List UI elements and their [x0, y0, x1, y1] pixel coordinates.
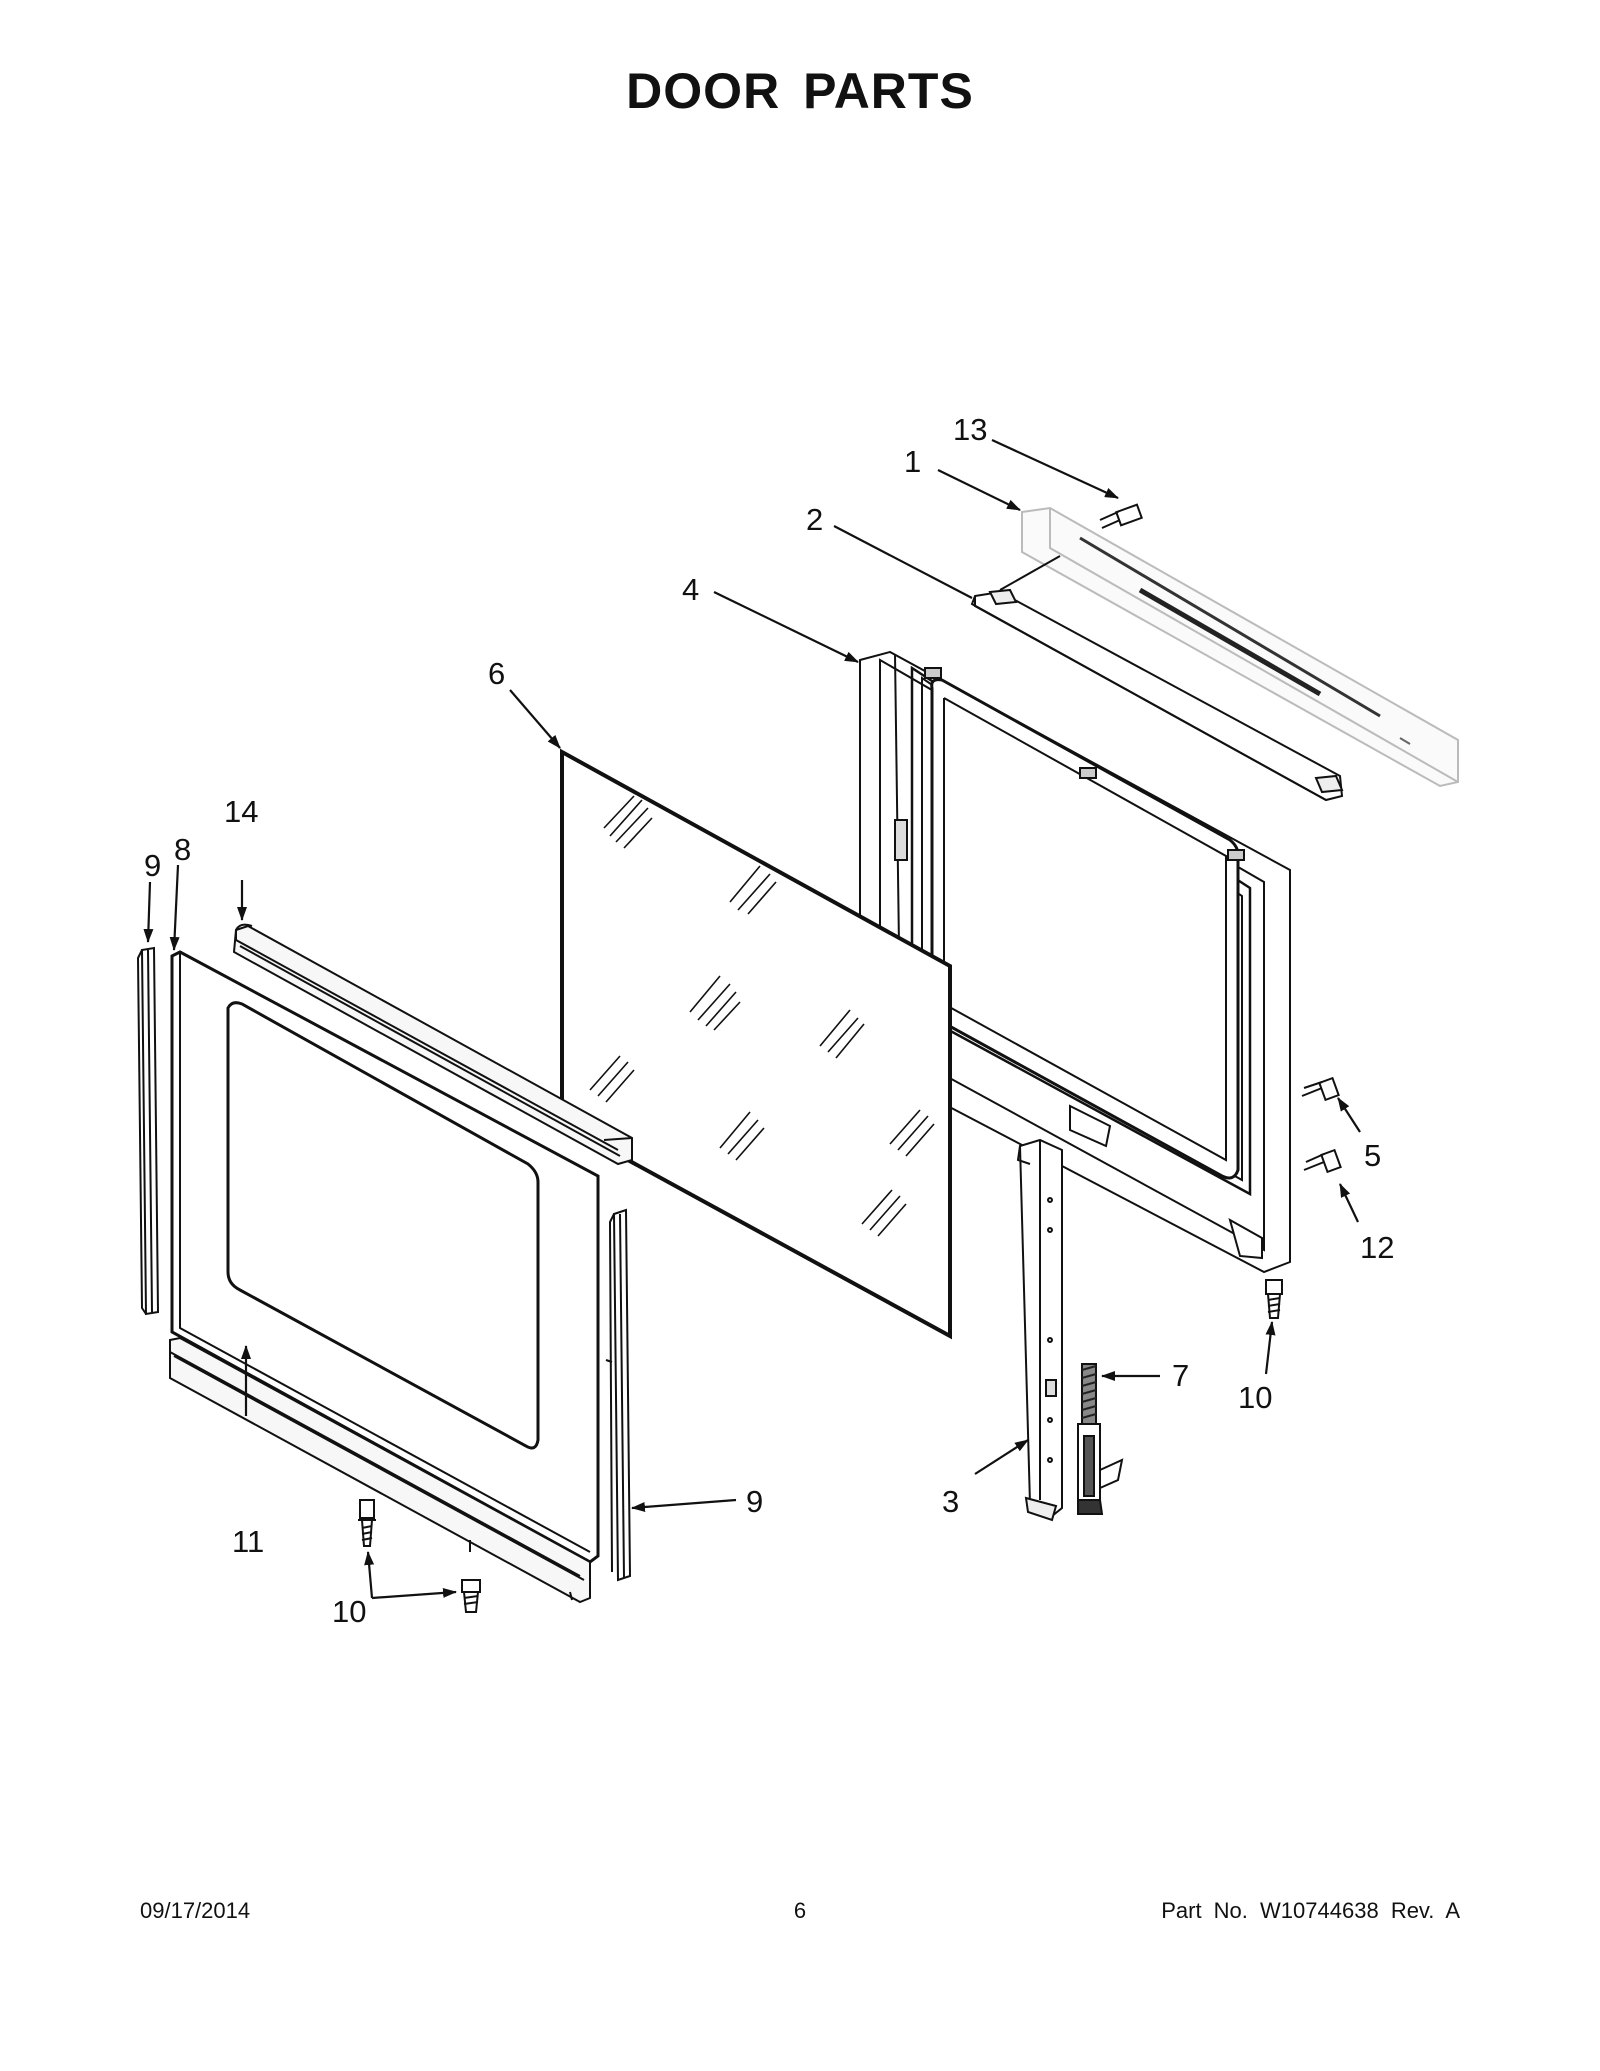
part-9-right-side-trim	[605, 1208, 632, 1582]
callout-6: 6	[488, 656, 505, 691]
part-13-screw	[1099, 503, 1144, 529]
callout-13: 13	[953, 412, 987, 447]
callout-7: 7	[1172, 1358, 1189, 1393]
part-8-outer-door-panel	[170, 950, 600, 1564]
callout-3: 3	[942, 1484, 959, 1519]
part-2-channel	[970, 555, 1344, 802]
callout-2: 2	[806, 502, 823, 537]
part-6-glass-panel	[560, 748, 952, 1340]
part-9-left-side-trim	[136, 946, 160, 1316]
callout-1: 1	[904, 444, 921, 479]
callout-14: 14	[224, 794, 258, 829]
part-12-screw	[1303, 1148, 1342, 1174]
callout-9-right: 9	[746, 1484, 763, 1519]
part-1-top-trim	[1021, 506, 1459, 788]
part-10-screws-bottom	[358, 1499, 481, 1613]
footer-part-value: W10744638	[1260, 1898, 1379, 1923]
callout-4: 4	[682, 572, 699, 607]
callout-5: 5	[1364, 1138, 1381, 1173]
page-title: DOOR PARTS	[626, 63, 974, 119]
callout-12: 12	[1360, 1230, 1394, 1265]
part-10-screw-right	[1265, 1279, 1283, 1319]
part-3-hinge-bracket	[1016, 1138, 1063, 1522]
leader-lines	[143, 439, 1361, 1600]
footer-revision: Rev. A	[1390, 1898, 1460, 1923]
callout-9-left: 9	[144, 848, 161, 883]
part-5-screw	[1301, 1076, 1340, 1102]
part-4-inner-frame	[859, 650, 1291, 1274]
callout-10-bottom: 10	[332, 1594, 366, 1629]
part-11-bottom-channel	[169, 1336, 591, 1604]
part-14-top-channel	[232, 923, 633, 1166]
footer-page-number: 6	[793, 1898, 807, 1923]
part-7-hinge	[1077, 1363, 1124, 1515]
footer-part-label: Part No.	[1161, 1898, 1248, 1923]
callout-8: 8	[174, 832, 191, 867]
callout-10-right: 10	[1238, 1380, 1272, 1415]
footer-part-number: Part No. W10744638 Rev. A	[1161, 1898, 1460, 1924]
callout-11: 11	[232, 1524, 264, 1559]
footer-date: 09/17/2014	[140, 1898, 251, 1923]
